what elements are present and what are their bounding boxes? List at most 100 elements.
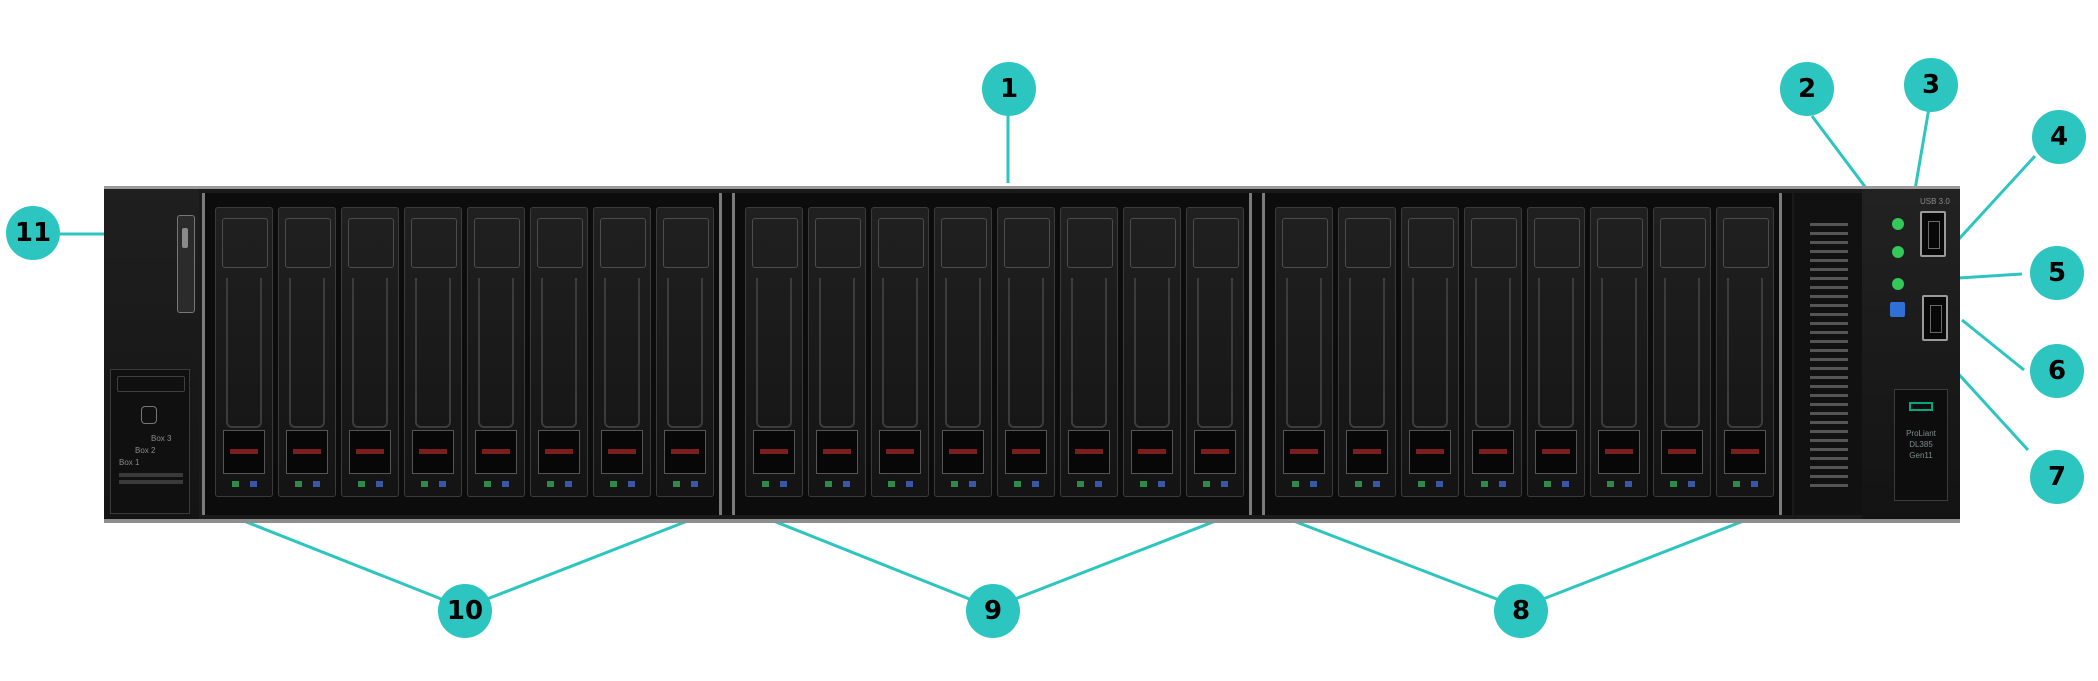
drive-handle[interactable] — [1664, 278, 1700, 428]
drive-release-latch[interactable] — [1661, 430, 1703, 474]
drive-activity-led-icon — [1292, 481, 1299, 487]
drive-handle[interactable] — [289, 278, 325, 428]
drive-release-latch[interactable] — [1194, 430, 1236, 474]
drive-carrier-box3-bay1[interactable] — [1275, 207, 1333, 497]
drive-release-latch[interactable] — [1535, 430, 1577, 474]
usb-3-port-icon[interactable] — [1920, 211, 1946, 257]
uid-button-icon[interactable] — [1890, 302, 1905, 317]
drive-release-latch[interactable] — [475, 430, 517, 474]
drive-release-latch[interactable] — [1283, 430, 1325, 474]
drive-release-latch[interactable] — [349, 430, 391, 474]
release-button-icon — [1731, 449, 1759, 454]
callout-3: 3 — [1904, 58, 1958, 112]
drive-carrier-box3-bay7[interactable] — [1653, 207, 1711, 497]
drive-carrier-box1-bay8[interactable] — [656, 207, 714, 497]
drive-locate-led-icon — [376, 481, 383, 487]
drive-handle[interactable] — [478, 278, 514, 428]
drive-release-latch[interactable] — [1005, 430, 1047, 474]
drive-handle[interactable] — [1008, 278, 1044, 428]
drive-label — [663, 218, 709, 268]
drive-carrier-box2-bay8[interactable] — [1186, 207, 1244, 497]
drive-handle[interactable] — [1601, 278, 1637, 428]
drive-label — [1282, 218, 1328, 268]
drive-release-latch[interactable] — [601, 430, 643, 474]
drive-locate-led-icon — [1221, 481, 1228, 487]
drive-handle[interactable] — [1134, 278, 1170, 428]
drive-carrier-box2-bay1[interactable] — [745, 207, 803, 497]
callout-4: 4 — [2032, 110, 2086, 164]
drive-handle[interactable] — [945, 278, 981, 428]
drive-handle[interactable] — [1475, 278, 1511, 428]
drive-handle[interactable] — [1197, 278, 1233, 428]
drive-handle[interactable] — [604, 278, 640, 428]
drive-carrier-box1-bay4[interactable] — [404, 207, 462, 497]
label-handle — [117, 376, 185, 392]
drive-release-latch[interactable] — [538, 430, 580, 474]
drive-handle[interactable] — [882, 278, 918, 428]
drive-release-latch[interactable] — [879, 430, 921, 474]
drive-handle[interactable] — [1538, 278, 1574, 428]
drive-activity-led-icon — [484, 481, 491, 487]
drive-locate-led-icon — [1562, 481, 1569, 487]
drive-handle[interactable] — [1727, 278, 1763, 428]
drive-carrier-box2-bay6[interactable] — [1060, 207, 1118, 497]
drive-activity-led-icon — [232, 481, 239, 487]
drive-activity-led-icon — [1544, 481, 1551, 487]
drive-handle[interactable] — [819, 278, 855, 428]
model-line-2: DL385 — [1909, 440, 1933, 449]
drive-carrier-box2-bay3[interactable] — [871, 207, 929, 497]
drive-label — [1345, 218, 1391, 268]
drive-carrier-box1-bay6[interactable] — [530, 207, 588, 497]
drive-carrier-box1-bay1[interactable] — [215, 207, 273, 497]
drive-activity-led-icon — [1355, 481, 1362, 487]
power-on-standby-led-icon[interactable] — [1892, 218, 1904, 230]
drive-release-latch[interactable] — [412, 430, 454, 474]
drive-handle[interactable] — [541, 278, 577, 428]
drive-handle[interactable] — [415, 278, 451, 428]
drive-handle[interactable] — [1286, 278, 1322, 428]
drive-release-latch[interactable] — [664, 430, 706, 474]
drive-release-latch[interactable] — [1598, 430, 1640, 474]
drive-release-latch[interactable] — [1346, 430, 1388, 474]
drive-carrier-box1-bay5[interactable] — [467, 207, 525, 497]
drive-carrier-box2-bay4[interactable] — [934, 207, 992, 497]
drive-carrier-box3-bay2[interactable] — [1338, 207, 1396, 497]
drive-handle[interactable] — [1071, 278, 1107, 428]
drive-carrier-box1-bay7[interactable] — [593, 207, 651, 497]
drive-release-latch[interactable] — [816, 430, 858, 474]
drive-release-latch[interactable] — [1472, 430, 1514, 474]
ilo-service-port-icon[interactable] — [1922, 295, 1948, 341]
drive-release-latch[interactable] — [753, 430, 795, 474]
drive-locate-led-icon — [313, 481, 320, 487]
drive-handle[interactable] — [226, 278, 262, 428]
drive-handle[interactable] — [352, 278, 388, 428]
drive-carrier-box3-bay4[interactable] — [1464, 207, 1522, 497]
drive-handle[interactable] — [667, 278, 703, 428]
drive-label — [1471, 218, 1517, 268]
drive-carrier-box3-bay8[interactable] — [1716, 207, 1774, 497]
drive-carrier-box3-bay5[interactable] — [1527, 207, 1585, 497]
drive-carrier-box3-bay6[interactable] — [1590, 207, 1648, 497]
release-button-icon — [545, 449, 573, 454]
drive-carrier-box2-bay5[interactable] — [997, 207, 1055, 497]
serial-label-pull-tab[interactable] — [177, 215, 195, 313]
drive-release-latch[interactable] — [1131, 430, 1173, 474]
drive-release-latch[interactable] — [286, 430, 328, 474]
drive-release-latch[interactable] — [223, 430, 265, 474]
drive-handle[interactable] — [756, 278, 792, 428]
drive-carrier-box3-bay3[interactable] — [1401, 207, 1459, 497]
drive-carrier-box1-bay3[interactable] — [341, 207, 399, 497]
drive-release-latch[interactable] — [1724, 430, 1766, 474]
release-button-icon — [1605, 449, 1633, 454]
drive-handle[interactable] — [1349, 278, 1385, 428]
drive-release-latch[interactable] — [1068, 430, 1110, 474]
drive-activity-led-icon — [1014, 481, 1021, 487]
drive-handle[interactable] — [1412, 278, 1448, 428]
drive-carrier-box1-bay2[interactable] — [278, 207, 336, 497]
drive-carrier-box2-bay2[interactable] — [808, 207, 866, 497]
drive-release-latch[interactable] — [1409, 430, 1451, 474]
drive-carrier-box2-bay7[interactable] — [1123, 207, 1181, 497]
drive-release-latch[interactable] — [942, 430, 984, 474]
model-line-3: Gen11 — [1909, 451, 1933, 460]
label-lines — [119, 470, 183, 500]
